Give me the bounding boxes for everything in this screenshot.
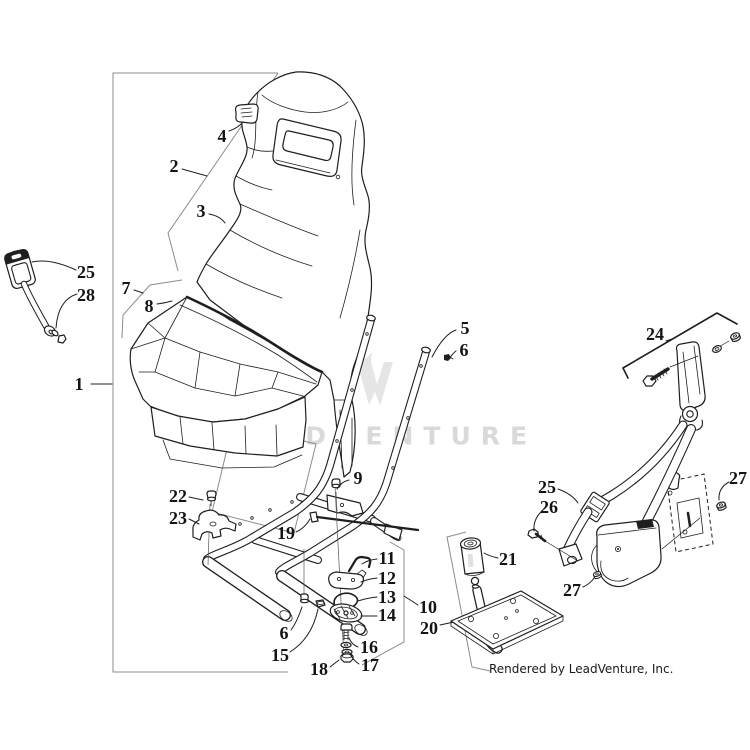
- rendered-by-credit: Rendered by LeadVenture, Inc.: [489, 662, 674, 676]
- callout-23: 23: [169, 508, 187, 528]
- callout-14: 14: [378, 605, 396, 625]
- callout-5: 5: [460, 318, 470, 338]
- callout-27a: 27: [729, 468, 747, 488]
- callout-24: 24: [646, 324, 664, 344]
- callout-6b: 6: [279, 623, 289, 643]
- callout-15: 15: [271, 645, 289, 665]
- callout-28: 28: [77, 285, 95, 305]
- callout-12: 12: [378, 568, 396, 588]
- group-brackets: [90, 72, 738, 673]
- callout-26: 26: [540, 497, 558, 517]
- callout-25b: 25: [538, 477, 556, 497]
- callout-11: 11: [378, 548, 396, 568]
- latch-hardware-stack: [328, 555, 372, 663]
- callout-16: 16: [360, 637, 378, 657]
- seat-assembly: [129, 71, 373, 478]
- leadventure-flame-icon: [357, 352, 393, 406]
- callout-8: 8: [144, 296, 154, 316]
- callout-20: 20: [420, 618, 438, 638]
- left-belt-buckle: [4, 248, 67, 344]
- callout-18: 18: [310, 659, 328, 679]
- callout-1: 1: [74, 374, 84, 394]
- callout-7: 7: [121, 278, 131, 298]
- right-belt-assembly: [527, 332, 742, 588]
- callout-leader-lines: [31, 121, 730, 668]
- callout-4: 4: [217, 126, 227, 146]
- screw-pad-item4: [234, 103, 259, 124]
- stand-assembly: [450, 537, 564, 655]
- callout-19: 19: [277, 523, 295, 543]
- callout-25a: 25: [77, 262, 95, 282]
- callout-13: 13: [378, 587, 396, 607]
- callout-22: 22: [169, 486, 187, 506]
- callout-6a: 6: [459, 340, 469, 360]
- callout-27b: 27: [563, 580, 581, 600]
- callout-17: 17: [361, 655, 379, 675]
- callout-3: 3: [196, 201, 206, 221]
- callout-9: 9: [353, 468, 363, 488]
- callout-10: 10: [419, 597, 437, 617]
- callout-2: 2: [169, 156, 179, 176]
- callout-21: 21: [499, 549, 517, 569]
